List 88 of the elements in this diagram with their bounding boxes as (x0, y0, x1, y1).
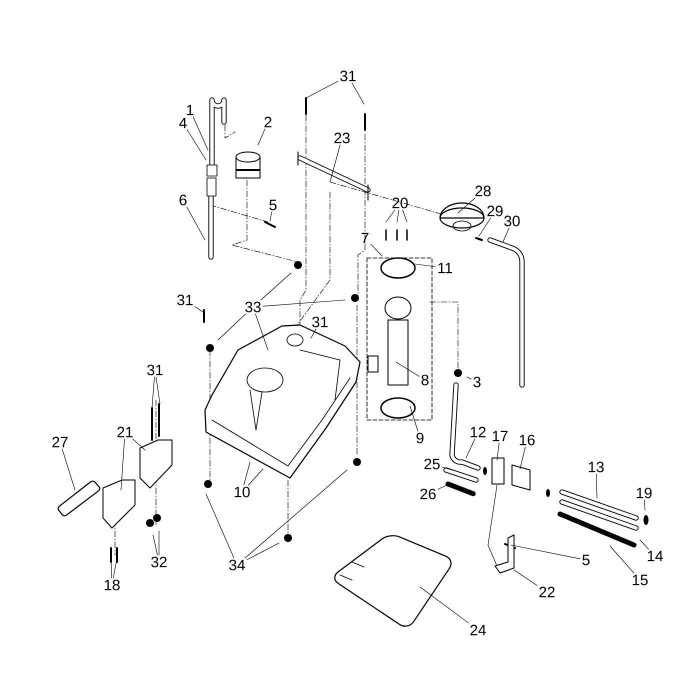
callout-number: 22 (539, 586, 555, 598)
leader-line (218, 314, 246, 340)
leader-line (330, 144, 340, 182)
callout-number: 14 (648, 550, 663, 562)
leader-line (192, 116, 208, 150)
leader-line (640, 540, 649, 550)
callout-number: 5 (269, 200, 277, 210)
callout-number: 30 (504, 216, 520, 226)
leader-line (262, 300, 346, 307)
leader-line (414, 264, 436, 268)
leader-line (306, 80, 338, 98)
callout-number: 21 (117, 426, 133, 438)
callout-number: 1 (186, 104, 194, 116)
leader-line (248, 468, 264, 486)
leader-line (386, 210, 396, 222)
leader-line (420, 586, 469, 624)
leader-line (478, 218, 491, 236)
leader-line (466, 438, 476, 458)
leader-line (596, 474, 598, 498)
leader-line (194, 306, 204, 312)
leader-line (352, 82, 364, 104)
callout-number: 26 (420, 488, 436, 500)
leader-line (255, 314, 268, 350)
leader-line (120, 438, 125, 490)
callout-number: 5 (582, 554, 590, 566)
leader-line (244, 470, 348, 558)
callout-number: 12 (470, 426, 486, 438)
callout-number: 33 (245, 302, 261, 312)
leader-line (186, 206, 206, 240)
leader-line (610, 546, 634, 574)
leader-line (186, 130, 206, 160)
callout-number: 32 (151, 556, 167, 568)
leader-line (270, 212, 272, 222)
leader-line (644, 500, 646, 510)
callout-number: 17 (492, 430, 508, 442)
leader-line (514, 570, 538, 586)
callout-number: 9 (416, 432, 424, 444)
leader-line (502, 228, 510, 242)
leader-line (458, 198, 476, 214)
leader-line (410, 406, 418, 432)
leader-line (206, 494, 234, 558)
callout-number: 10 (234, 486, 250, 498)
callout-number: 25 (424, 458, 440, 470)
leader-line (244, 462, 250, 486)
callout-number: 2 (264, 116, 272, 128)
callout-number: 31 (147, 364, 163, 376)
callout-number: 11 (438, 262, 452, 274)
leader-line (113, 558, 118, 578)
leader-line (246, 542, 280, 560)
leader-line (370, 244, 382, 256)
callout-number: 19 (636, 488, 652, 498)
leader-line (496, 442, 500, 460)
callout-number: 7 (362, 232, 368, 244)
leader-line (396, 210, 400, 222)
callout-number: 13 (588, 462, 604, 472)
callout-number: 18 (104, 580, 120, 590)
leader-line (132, 438, 146, 450)
leader-line (62, 448, 76, 490)
callout-number: 15 (632, 574, 648, 586)
leader-line (402, 210, 408, 222)
leader-line (466, 376, 472, 380)
callout-number: 3 (473, 376, 481, 388)
callout-number: 23 (334, 132, 350, 144)
leader-line (156, 376, 160, 404)
callout-number: 34 (229, 560, 245, 570)
leader-line (520, 446, 526, 470)
leader-line (442, 466, 452, 470)
callout-number: 8 (422, 374, 429, 386)
callout-number: 27 (52, 436, 68, 448)
leader-line (152, 534, 158, 556)
callout-number: 16 (520, 434, 535, 446)
leader-line (396, 362, 420, 377)
leader-line (110, 558, 112, 578)
callout-number: 24 (470, 624, 486, 636)
callout-number: 4 (179, 118, 187, 128)
leader-line (258, 128, 266, 146)
leader-line (152, 376, 155, 408)
leader-line (158, 530, 160, 556)
callout-number: 6 (180, 194, 187, 206)
callout-number: 28 (475, 186, 491, 196)
callout-number: 31 (312, 316, 328, 328)
leader-line (260, 272, 292, 300)
callout-number: 31 (177, 294, 193, 306)
leader-line (310, 328, 316, 338)
leader-line (510, 544, 580, 560)
leader-line (438, 484, 448, 490)
callout-number: 31 (340, 70, 356, 82)
callout-number: 29 (487, 206, 503, 216)
